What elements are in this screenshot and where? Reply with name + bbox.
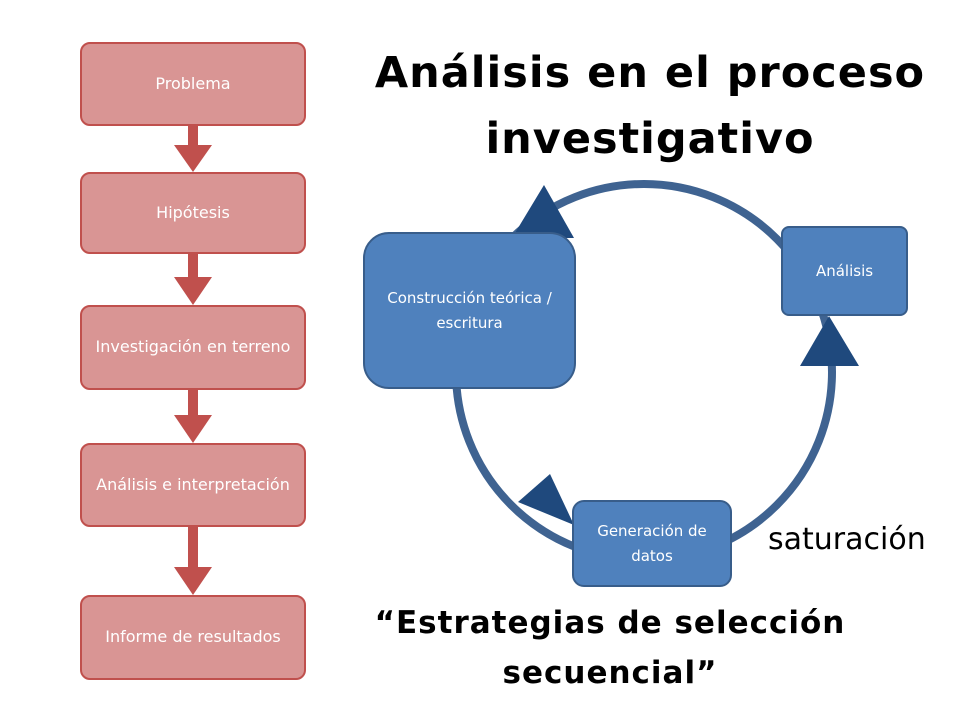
flow-step-investigacion: Investigación en terreno <box>80 305 306 390</box>
page-title: Análisis en el proceso investigativo <box>374 48 926 164</box>
cycle-node-analisis: Análisis <box>781 226 908 316</box>
flow-step-problema: Problema <box>80 42 306 126</box>
cycle-node-label: Análisis <box>815 261 874 280</box>
flow-arrowhead <box>174 145 212 172</box>
flow-step-analisis: Análisis e interpretación <box>80 443 306 527</box>
flow-step-label: Investigación en terreno <box>95 337 291 357</box>
flow-step-informe: Informe de resultados <box>80 595 306 680</box>
cycle-arrowhead-top <box>512 185 574 238</box>
flow-arrowhead <box>174 415 212 443</box>
cycle-node-construccion: Construcción teórica / escritura <box>363 232 576 389</box>
flow-step-hipotesis: Hipótesis <box>80 172 306 254</box>
cycle-node-generacion: Generación de datos <box>572 500 732 587</box>
cycle-arrowhead-right <box>800 316 859 366</box>
flow-step-label: Problema <box>155 73 231 93</box>
flow-arrowhead <box>174 567 212 595</box>
flow-arrowhead <box>174 277 212 305</box>
subtitle: “Estrategias de selección secuencial” <box>374 605 846 691</box>
cycle-arrowhead-bottom <box>518 474 574 525</box>
cycle-node-label: Generación de datos <box>597 521 707 565</box>
cycle-node-label: Construcción teórica / escritura <box>387 288 552 332</box>
saturation-label: saturación <box>768 522 926 557</box>
flow-step-label: Hipótesis <box>156 202 230 222</box>
flow-step-label: Análisis e interpretación <box>96 474 290 494</box>
flow-step-label: Informe de resultados <box>105 627 281 647</box>
